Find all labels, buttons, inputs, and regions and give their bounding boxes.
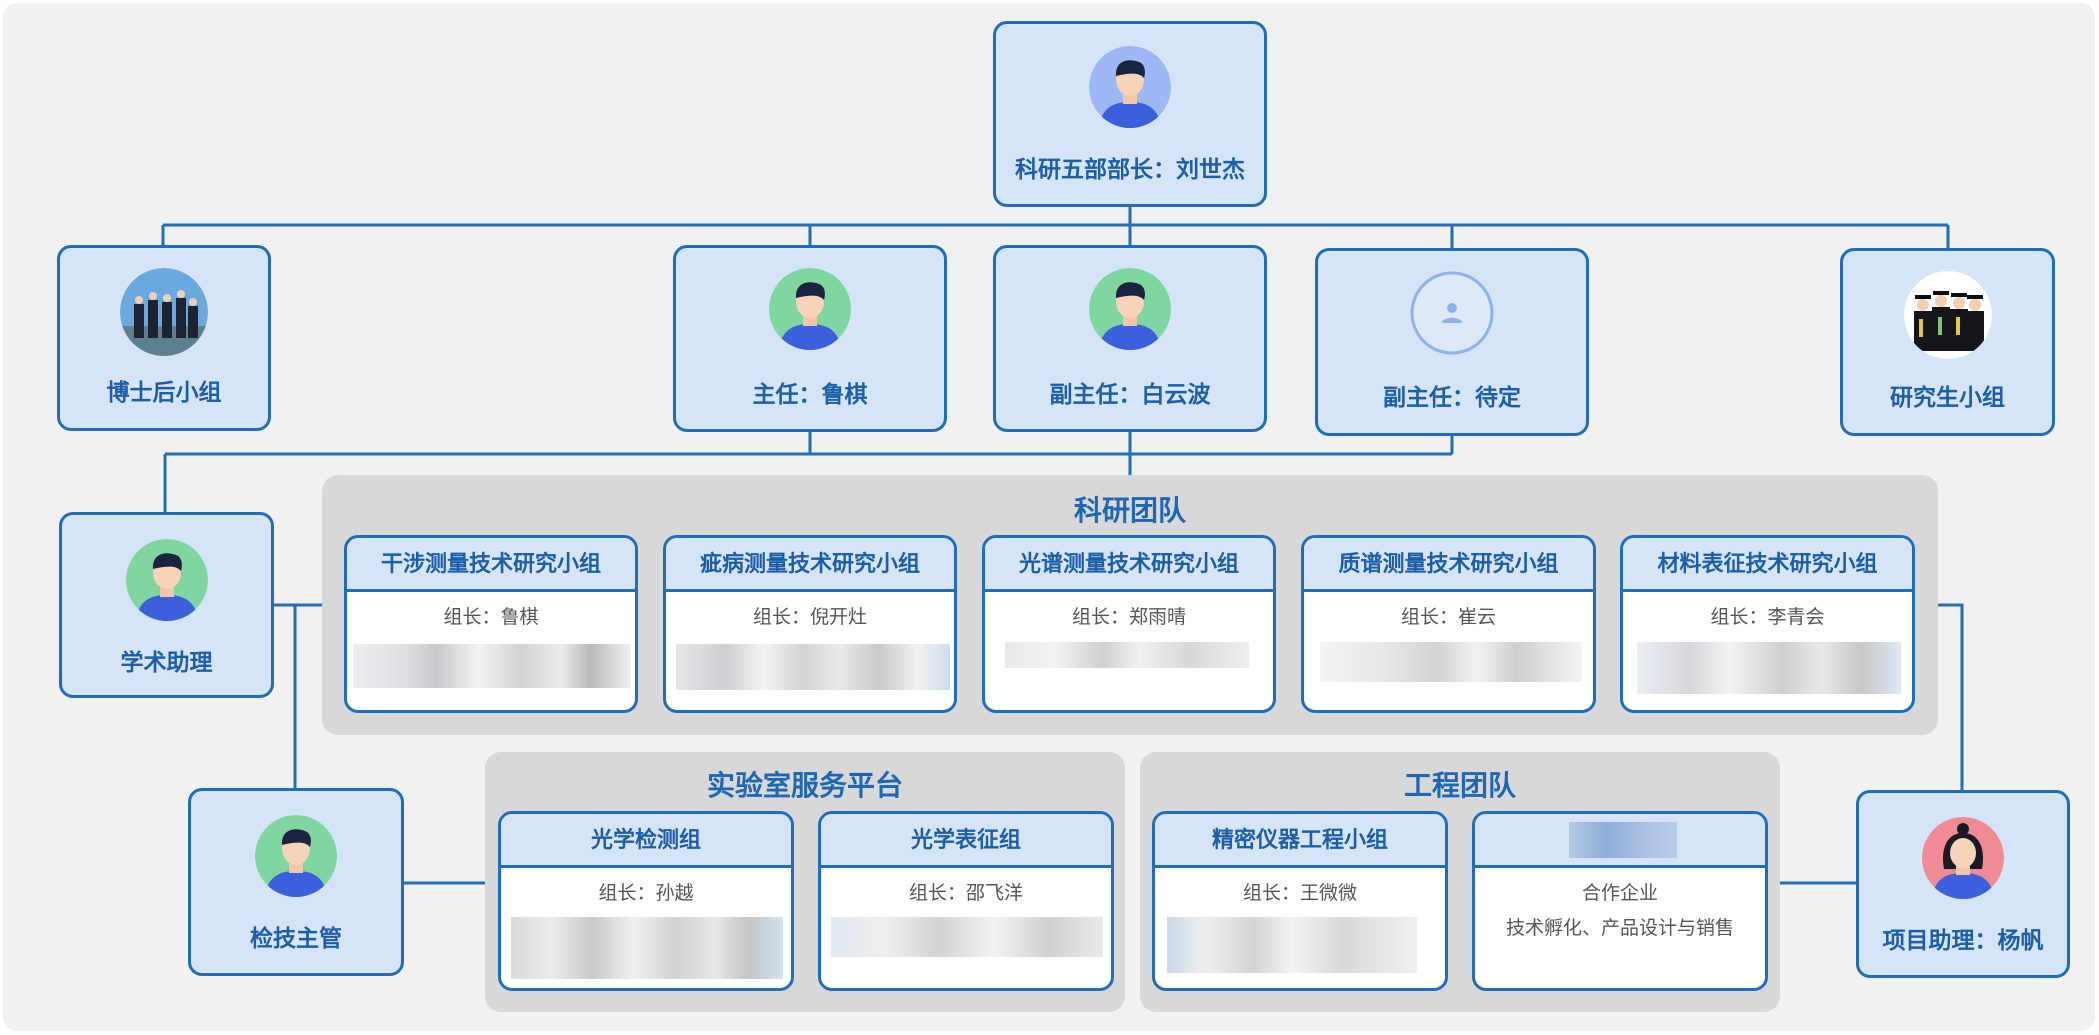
research-group-card: 光谱测量技术研究小组 组长：郑雨晴	[982, 535, 1276, 713]
research-team-title: 科研团队	[1073, 494, 1186, 527]
redacted-content	[1005, 642, 1249, 668]
deputy-director-2-label: 副主任：待定	[1383, 385, 1521, 411]
group-name: 精密仪器工程小组	[1155, 814, 1445, 868]
group-leader: 组长：鲁棋	[443, 606, 539, 628]
group-name: 光谱测量技术研究小组	[985, 538, 1273, 592]
partner-company-card: 合作企业 技术孵化、产品设计与销售	[1472, 811, 1768, 991]
group-leader: 组长：郑雨晴	[1071, 606, 1186, 628]
graduate-photo	[1903, 271, 1992, 359]
project-assistant-box: 项目助理：杨帆	[1856, 790, 2070, 978]
lab-group-card: 光学检测组 组长：孙越	[498, 811, 794, 991]
research-group-card: 疵病测量技术研究小组 组长：倪开灶	[663, 535, 957, 713]
avatar	[1089, 46, 1171, 128]
deputy-director-2-box: 副主任：待定	[1315, 248, 1589, 436]
lab-service-title: 实验室服务平台	[706, 769, 903, 802]
research-group-card: 质谱测量技术研究小组 组长：崔云	[1301, 535, 1596, 713]
deputy-director-1-label: 副主任：白云波	[1049, 382, 1211, 408]
group-leader: 组长：孙越	[598, 882, 694, 904]
group-name: 干涉测量技术研究小组	[347, 538, 635, 592]
group-leader: 组长：倪开灶	[752, 606, 867, 628]
head-box: 科研五部部长：刘世杰	[993, 21, 1267, 207]
postdoc-photo	[120, 268, 208, 356]
partner-type: 合作企业	[1581, 882, 1658, 904]
avatar	[125, 539, 208, 621]
research-group-card: 材料表征技术研究小组 组长：李青会	[1620, 535, 1915, 713]
engineering-group-card: 精密仪器工程小组 组长：王微微	[1152, 811, 1448, 991]
group-leader: 组长：李青会	[1710, 606, 1825, 628]
postdoc-group-box: 博士后小组	[57, 245, 271, 431]
postdoc-label: 博士后小组	[106, 380, 222, 406]
redacted-content	[1637, 642, 1901, 694]
group-name: 光学检测组	[501, 814, 791, 868]
group-name: 光学表征组	[821, 814, 1111, 868]
redacted-content	[353, 644, 631, 688]
head-label: 科研五部部长：刘世杰	[1015, 157, 1245, 183]
group-leader: 组长：邵飞洋	[908, 882, 1023, 904]
redacted-logo	[1569, 822, 1677, 858]
academic-assistant-box: 学术助理	[59, 512, 274, 698]
inspection-supervisor-label: 检技主管	[250, 926, 342, 952]
partner-description: 技术孵化、产品设计与销售	[1505, 917, 1734, 939]
partner-name-redacted	[1475, 814, 1765, 868]
graduate-group-box: 研究生小组	[1840, 248, 2055, 436]
redacted-content	[511, 917, 783, 979]
deputy-director-1-box: 副主任：白云波	[993, 245, 1267, 432]
redacted-content	[676, 644, 950, 690]
group-name: 材料表征技术研究小组	[1623, 538, 1912, 592]
redacted-content	[1320, 642, 1582, 682]
project-assistant-label: 项目助理：杨帆	[1882, 928, 2044, 954]
research-group-card: 干涉测量技术研究小组 组长：鲁棋	[344, 535, 638, 713]
group-leader: 组长：崔云	[1400, 606, 1496, 628]
engineering-team-title: 工程团队	[1403, 769, 1516, 802]
redacted-content	[1167, 917, 1417, 973]
director-label: 主任：鲁棋	[752, 382, 868, 408]
academic-assistant-label: 学术助理	[120, 650, 213, 676]
female-avatar	[1922, 817, 2004, 899]
avatar	[769, 268, 851, 350]
avatar	[1089, 268, 1171, 350]
group-name: 疵病测量技术研究小组	[666, 538, 954, 592]
placeholder-avatar	[1410, 271, 1494, 355]
graduate-label: 研究生小组	[1890, 385, 2005, 411]
redacted-content	[831, 917, 1103, 957]
group-leader: 组长：王微微	[1242, 882, 1357, 904]
director-box: 主任：鲁棋	[673, 245, 947, 432]
group-name: 质谱测量技术研究小组	[1304, 538, 1593, 592]
lab-group-card: 光学表征组 组长：邵飞洋	[818, 811, 1114, 991]
avatar	[255, 815, 337, 897]
inspection-supervisor-box: 检技主管	[188, 788, 404, 976]
